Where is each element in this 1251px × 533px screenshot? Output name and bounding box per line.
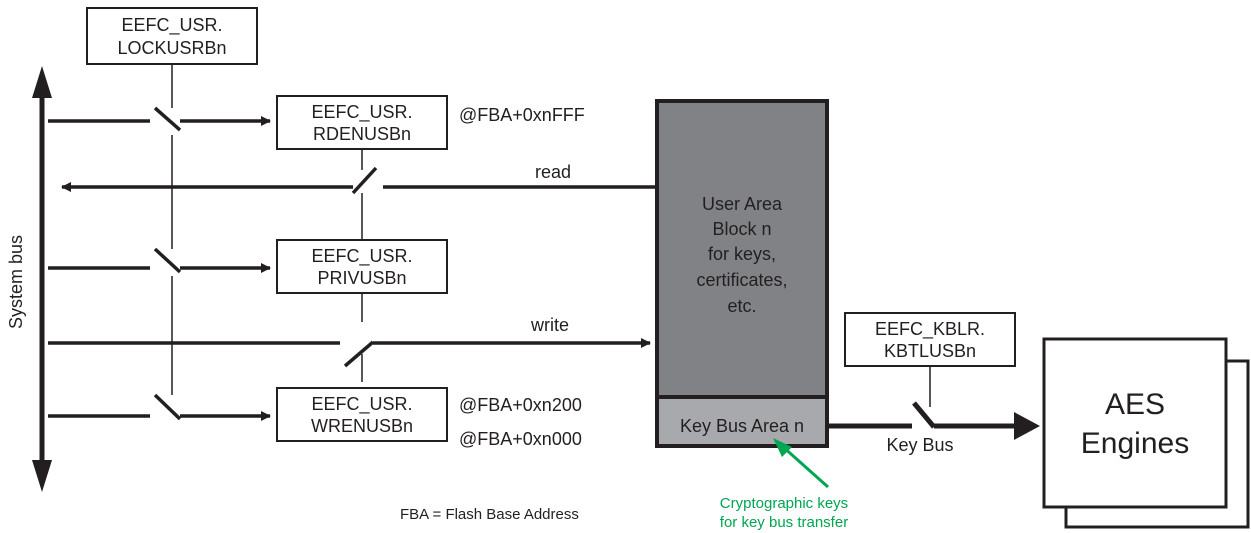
crypto-note-line2: for key bus transfer	[720, 514, 848, 531]
write-label: write	[530, 315, 569, 335]
register-privusbn-line2: PRIVUSBn	[317, 268, 406, 288]
crypto-note-arrow	[773, 438, 829, 489]
system-bus-label: System bus	[6, 235, 26, 329]
register-rdenusbn-line2: RDENUSBn	[313, 124, 411, 144]
fba-legend: FBA = Flash Base Address	[400, 506, 579, 523]
register-lockusrbn: EEFC_USR. LOCKUSRBn	[86, 7, 258, 65]
system-bus	[32, 66, 52, 492]
user-area-line3: for keys,	[708, 244, 776, 264]
key-bus-label: Key Bus	[886, 435, 953, 455]
user-area-line1: User Area	[702, 194, 783, 214]
aes-engines	[1042, 337, 1250, 529]
register-privusbn: EEFC_USR. PRIVUSBn	[276, 239, 448, 294]
register-privusbn-line1: EEFC_USR.	[311, 246, 412, 267]
crypto-note-line1: Cryptographic keys	[720, 495, 848, 512]
user-area-line5: etc.	[727, 296, 756, 316]
aes-label-line2: Engines	[1081, 427, 1189, 460]
key-bus-path	[827, 401, 1040, 440]
user-area-line2: Block n	[712, 219, 771, 239]
priv-path	[48, 247, 271, 274]
rden-path	[48, 106, 271, 132]
read-label: read	[535, 162, 571, 182]
aes-label-line1: AES	[1105, 388, 1165, 421]
user-area-line4: certificates,	[696, 270, 787, 290]
register-rdenusbn: EEFC_USR. RDENUSBn	[276, 95, 448, 150]
address-top: @FBA+0xnFFF	[459, 105, 585, 125]
register-rdenusbn-line1: EEFC_USR.	[311, 102, 412, 123]
register-kbtlusbn-line2: KBTLUSBn	[884, 341, 976, 361]
register-wrenusbn-line1: EEFC_USR.	[311, 394, 412, 415]
register-kbtlusbn-line1: EEFC_KBLR.	[875, 319, 985, 340]
wren-path	[48, 393, 271, 421]
address-bottom: @FBA+0xn000	[459, 429, 582, 449]
register-wrenusbn: EEFC_USR. WRENUSBn	[276, 387, 448, 442]
address-mid: @FBA+0xn200	[459, 395, 582, 415]
read-path	[61, 166, 657, 195]
key-bus-area-label: Key Bus Area n	[680, 416, 804, 436]
user-area-block	[655, 99, 829, 448]
register-lockusrbn-line1: EEFC_USR.	[121, 15, 222, 36]
register-kbtlusbn: EEFC_KBLR. KBTLUSBn	[844, 312, 1016, 367]
write-path	[48, 338, 651, 368]
register-lockusrbn-line2: LOCKUSRBn	[117, 38, 226, 58]
register-wrenusbn-line2: WRENUSBn	[311, 416, 413, 436]
